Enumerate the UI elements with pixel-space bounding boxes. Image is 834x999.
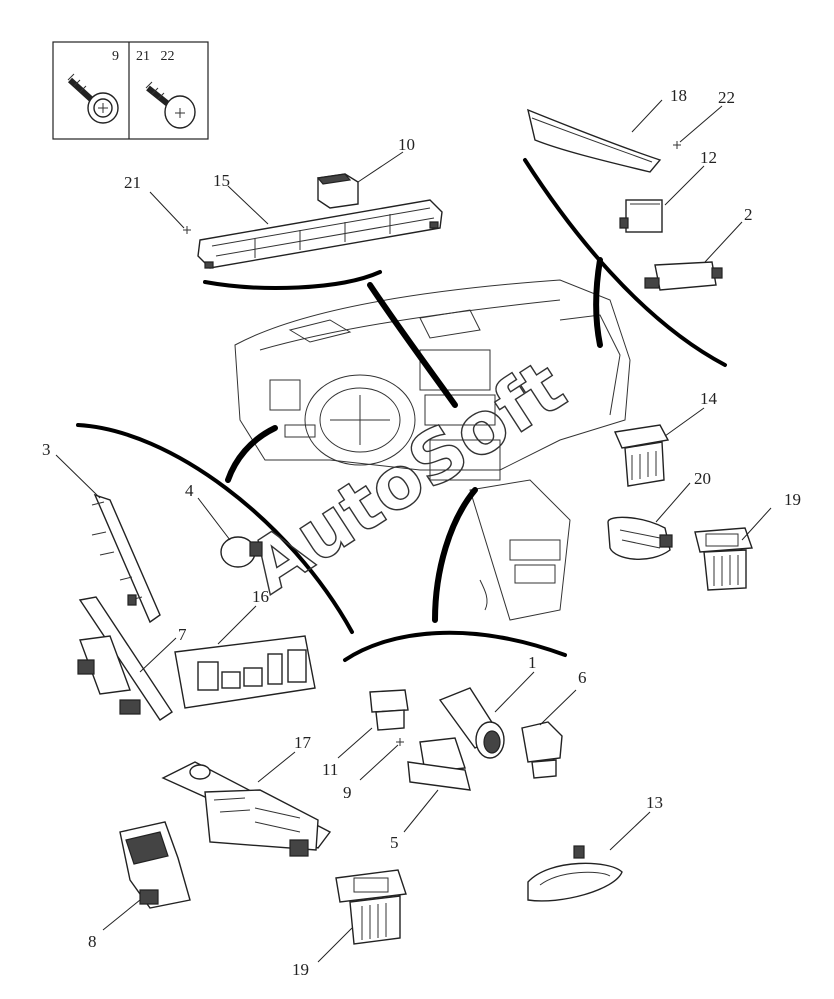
- watermark: AutoSoft: [234, 344, 580, 609]
- callout-14: 14: [700, 389, 718, 408]
- part-11-switch: [369, 689, 409, 731]
- callout-6: 6: [578, 668, 587, 687]
- screw-21-22-drawing: [145, 81, 196, 129]
- callout-3: 3: [42, 440, 51, 459]
- callout-10: 10: [398, 135, 415, 154]
- callout-labels: 1 2 3 4 5 6 7 8 9 10 11 12 13 14 15 16 1…: [42, 86, 801, 979]
- callout-7: 7: [178, 625, 187, 644]
- callout-21: 21: [124, 173, 141, 192]
- marker-21-plus: [183, 226, 191, 234]
- callout-5: 5: [390, 833, 399, 852]
- callout-17: 17: [294, 733, 312, 752]
- callout-2: 2: [744, 205, 753, 224]
- part-18-trim-strip: [527, 108, 662, 173]
- callout-11: 11: [322, 760, 338, 779]
- legend-cell-9: 9: [112, 49, 119, 64]
- part-20-switch: [607, 516, 673, 560]
- part-5-switch: [407, 737, 471, 791]
- callout-15: 15: [213, 171, 230, 190]
- pointer-arcs: [76, 158, 727, 662]
- callout-20: 20: [694, 469, 711, 488]
- callout-18: 18: [670, 86, 687, 105]
- callout-4: 4: [185, 481, 194, 500]
- marker-9-plus: [396, 738, 404, 746]
- callout-8: 8: [88, 932, 97, 951]
- part-19-window-switch-lower: [335, 869, 407, 945]
- callout-9: 9: [343, 783, 352, 802]
- callout-19-upper: 19: [784, 490, 801, 509]
- part-16-control-panel: [174, 635, 316, 709]
- part-19-window-switch-upper: [694, 527, 753, 591]
- part-10-switch: [316, 173, 359, 209]
- callout-1: 1: [528, 653, 537, 672]
- part-8-housing: [119, 821, 191, 909]
- part-1-round-switch: [438, 687, 505, 759]
- callout-12: 12: [700, 148, 717, 167]
- leader-lines: [55, 99, 772, 963]
- part-6-switch: [521, 721, 563, 779]
- part-2-switch: [644, 261, 723, 291]
- callout-19-lower: 19: [292, 960, 309, 979]
- part-7-switch-panel: [77, 596, 173, 721]
- part-12-switch: [619, 199, 663, 233]
- part-4-knob-switch: [220, 536, 263, 568]
- callout-22: 22: [718, 88, 735, 107]
- part-13-lamp: [527, 845, 623, 902]
- screw-9-drawing: [67, 73, 119, 124]
- part-17-window-switch-panel: [161, 761, 332, 857]
- legend-cell-21-22: 21 22: [136, 49, 175, 64]
- part-14-window-switch: [613, 424, 670, 487]
- part-15-switch-panel: [197, 199, 443, 269]
- fastener-legend: 9 21 22: [52, 41, 209, 140]
- dashboard-outline: [234, 279, 631, 621]
- callout-13: 13: [646, 793, 663, 812]
- marker-22-plus: [673, 141, 681, 149]
- part-3-trim: [91, 493, 161, 624]
- callout-16: 16: [252, 587, 269, 606]
